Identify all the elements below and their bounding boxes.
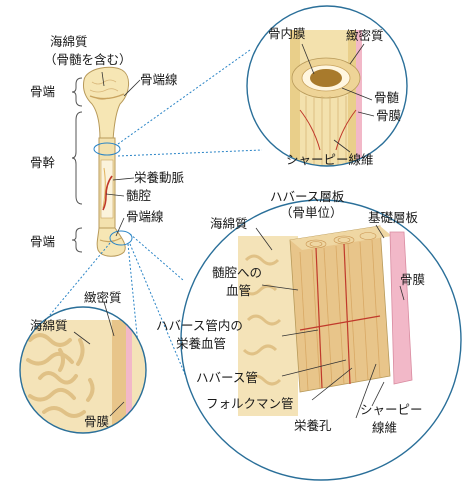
label-medullary-cavity: 髄腔 [126,188,152,203]
label-haversian-lamella: ハバース層板 [270,189,345,204]
label-nutrient-vessel-in-canal-2: 栄養血管 [176,336,227,351]
label-periosteum-right: 骨膜 [400,272,426,287]
label-periosteum-top: 骨膜 [376,108,402,123]
label-epiphysis-bottom: 骨端 [30,234,56,249]
leader-lines [73,43,405,419]
zoom-circle-epiphysis [19,306,147,434]
nutrient-artery [102,175,113,211]
label-volkmann-canal: フォルクマン管 [206,396,294,411]
label-spongy-bone-mid: 海綿質 [210,216,248,231]
label-sharpey-fibers-bottom-1: シャーピー [360,402,423,417]
label-spongy-bone-bottom: 海綿質 [30,318,68,333]
bone-top-epiphysis [83,66,129,141]
label-bone-marrow: 骨髄 [374,90,400,105]
label-endosteum: 骨内膜 [268,26,306,41]
zoom-marker-top [93,142,121,156]
label-compact-bone-top: 緻密質 [346,28,384,43]
label-spongy-bone-top: 海綿質 [50,34,88,49]
label-periosteum-bottom: 骨膜 [84,414,110,429]
long-bone [83,66,129,257]
label-sharpey-fibers-top: シャーピー線維 [286,152,374,167]
epiphyseal-line-top [89,93,125,100]
label-nutrient-artery: 栄養動脈 [134,170,185,185]
label-epiphyseal-line-top: 骨端線 [140,72,178,87]
label-epiphysis-top: 骨端 [30,84,56,99]
label-sharpey-fibers-bottom-2: 線維 [372,420,398,435]
bone-bottom-epiphysis [96,227,126,257]
label-vessel-to-cavity-1: 髄腔への [212,265,263,280]
label-haversian-canal: ハバース管 [196,370,258,385]
label-bone-unit: （骨単位） [280,205,343,220]
zoom-circle-osteon [180,199,462,481]
label-epiphyseal-line-bottom: 骨端線 [126,209,164,224]
label-nutrient-foramen: 栄養孔 [294,418,332,433]
label-vessel-to-cavity-2: 血管 [226,283,252,298]
label-basic-lamella: 基礎層板 [368,210,419,225]
region-braces [71,77,83,253]
label-compact-bone-bottom: 緻密質 [84,290,122,305]
label-diaphysis: 骨幹 [30,155,56,170]
zoom-circle-shaft [246,5,408,167]
zoom-marker-bottom [109,230,133,246]
label-contains-marrow: （骨髄を含む） [44,52,132,67]
label-nutrient-vessel-in-canal-1: ハバース管内の [156,318,243,333]
